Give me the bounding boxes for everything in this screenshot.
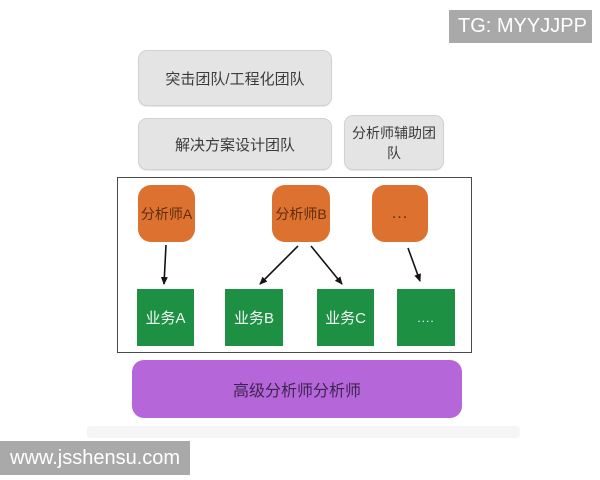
watermark-bottom-left: www.jsshensu.com (0, 441, 190, 475)
business-node-more: .... (397, 289, 455, 346)
analyst-node-more: ... (372, 185, 428, 242)
analyst-business-frame (117, 177, 472, 353)
team-box-solution-design: 解决方案设计团队 (138, 118, 332, 170)
business-node-b: 业务B (225, 289, 283, 346)
business-node-a: 业务A (137, 289, 194, 346)
business-node-c: 业务C (317, 289, 374, 346)
faint-band (87, 426, 520, 438)
team-box-analyst-support: 分析师辅助团队 (344, 115, 444, 170)
analyst-node-a: 分析师A (138, 185, 195, 242)
team-box-assault-engineering: 突击团队/工程化团队 (138, 50, 332, 106)
watermark-top-right: TG: MYYJJPP (449, 10, 592, 43)
analyst-node-b: 分析师B (272, 185, 330, 242)
senior-analyst-bar: 高级分析师分析师 (132, 360, 462, 418)
